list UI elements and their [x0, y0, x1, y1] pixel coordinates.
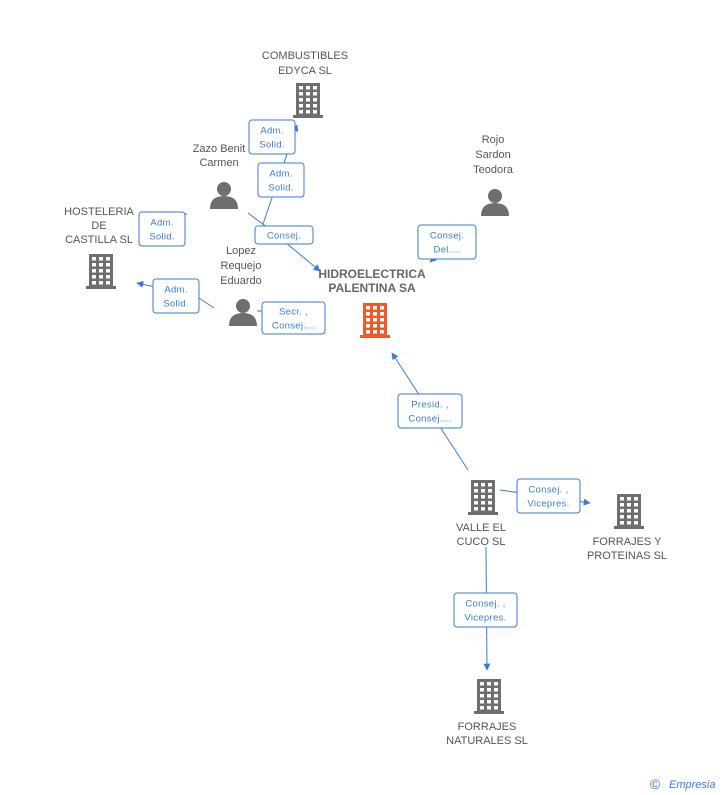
node-label: CUCO SL	[457, 536, 506, 548]
footer: © Empresia	[650, 776, 715, 792]
building-icon	[468, 480, 498, 515]
node-label: Carmen	[199, 157, 238, 169]
person-icon	[210, 182, 238, 209]
relation-label-box	[397, 393, 463, 429]
relation-label-text: Adm.	[164, 285, 187, 296]
node-label: Sardon	[475, 149, 510, 161]
node-label: Teodora	[473, 164, 514, 176]
relation-label-text: Solid.	[259, 140, 285, 151]
relation-label-text: Secr. ,	[279, 307, 308, 318]
node-label: Rojo	[482, 134, 505, 146]
relation-label-box	[516, 478, 581, 514]
relation-label-rojo-hidro[interactable]: Consej. Del....	[417, 224, 477, 260]
company-node-combustibles[interactable]: COMBUSTIBLES EDYCA SL	[262, 50, 348, 118]
node-label: DE	[91, 220, 106, 232]
relation-label-text: Consej.	[430, 231, 464, 242]
building-icon	[614, 494, 644, 529]
relation-label-box	[257, 162, 305, 198]
person-icon	[229, 299, 257, 326]
node-label: CASTILLA SL	[65, 234, 133, 246]
company-node-hosteleria[interactable]: HOSTELERIA DE CASTILLA SL	[64, 206, 135, 289]
node-label: EDYCA SL	[278, 65, 332, 77]
node-label: Eduardo	[220, 275, 262, 287]
person-icon	[481, 189, 509, 216]
company-node-forrajes-proteinas[interactable]: FORRAJES Y PROTEINAS SL	[587, 494, 667, 562]
relation-label-valle-proteinas[interactable]: Consej. , Vicepres.	[516, 478, 581, 514]
node-label: Lopez	[226, 245, 256, 257]
relation-label-zazo-hidro[interactable]: Consej.	[254, 225, 314, 245]
brand-logo-text[interactable]: Empresia	[669, 779, 715, 791]
node-label: HIDROELECTRICA	[318, 267, 426, 281]
node-label: NATURALES SL	[446, 735, 528, 747]
node-label: COMBUSTIBLES	[262, 50, 348, 62]
relation-label-text: Consej....	[408, 414, 451, 425]
edges-layer	[136, 124, 591, 671]
node-label: Requejo	[221, 260, 262, 272]
relation-label-text: Consej. ,	[528, 485, 568, 496]
relation-label-text: Consej. ,	[465, 599, 505, 610]
relation-label-zazo-combustibles[interactable]: Adm. Solid.	[248, 119, 296, 155]
relation-label-box	[261, 301, 326, 335]
company-node-valle[interactable]: VALLE EL CUCO SL	[456, 480, 506, 548]
relation-label-box	[138, 211, 186, 247]
relation-label-text: Vicepres.	[527, 499, 569, 510]
node-label: FORRAJES	[458, 721, 517, 733]
building-icon	[360, 303, 390, 338]
relation-label-text: Consej.	[267, 231, 301, 242]
node-label: Zazo Benit	[193, 143, 246, 155]
relation-labels-layer: Adm.Solid.Adm.Solid.Consej.Adm.Solid.Adm…	[138, 119, 581, 628]
relation-label-box	[417, 224, 477, 260]
relation-label-text: Del....	[434, 245, 461, 256]
relation-label-text: Vicepres.	[464, 613, 506, 624]
relation-label-valle-naturales[interactable]: Consej. , Vicepres.	[453, 592, 518, 628]
relation-label-text: Adm.	[260, 126, 283, 137]
node-label: PALENTINA SA	[328, 281, 416, 295]
relation-label-box	[152, 278, 200, 314]
company-node-forrajes-naturales[interactable]: FORRAJES NATURALES SL	[446, 679, 528, 747]
relation-label-zazo-combustibles-2[interactable]: Adm. Solid.	[257, 162, 305, 198]
relation-label-text: Presid. ,	[411, 400, 449, 411]
relation-label-text: Solid.	[268, 183, 294, 194]
relation-label-text: Solid.	[149, 232, 175, 243]
relation-label-lopez-hosteleria-2[interactable]: Adm. Solid.	[152, 278, 200, 314]
relation-label-box	[254, 225, 314, 245]
relation-label-box	[453, 592, 518, 628]
node-label: PROTEINAS SL	[587, 550, 667, 562]
relation-label-text: Solid.	[163, 299, 189, 310]
relation-label-lopez-hidro[interactable]: Secr. , Consej....	[261, 301, 326, 335]
relation-label-lopez-hosteleria[interactable]: Adm. Solid.	[138, 211, 186, 247]
node-label: HOSTELERIA	[64, 206, 134, 218]
relation-label-text: Adm.	[150, 218, 173, 229]
relation-label-valle-hidro[interactable]: Presid. , Consej....	[397, 393, 463, 429]
building-icon	[293, 83, 323, 118]
building-icon	[86, 254, 116, 289]
node-label: FORRAJES Y	[593, 536, 663, 548]
relation-label-text: Adm.	[269, 169, 292, 180]
building-icon	[474, 679, 504, 714]
relation-label-text: Consej....	[272, 321, 315, 332]
relation-label-box	[248, 119, 296, 155]
node-label: VALLE EL	[456, 522, 506, 534]
copyright-symbol: ©	[650, 776, 661, 792]
